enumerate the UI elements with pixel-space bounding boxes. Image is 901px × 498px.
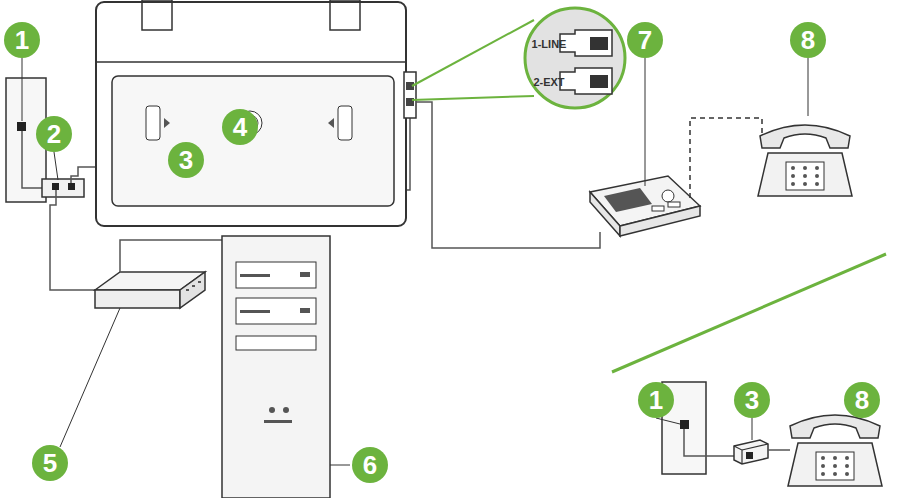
port-label: 1-LINE [532,38,567,51]
callout-number: 1 [638,382,674,418]
callout-number: 8 [790,22,826,58]
callout-number: 6 [352,447,388,483]
callout-number: 5 [32,445,68,481]
callout-number: 4 [222,109,258,145]
port-label: 2-EXT [533,76,564,89]
callout-number: 7 [627,22,663,58]
callout-number: 3 [168,142,204,178]
callout-number: 3 [734,382,770,418]
callout-number: 1 [4,22,40,58]
callout-number: 2 [36,116,72,152]
callout-number: 8 [844,382,880,418]
